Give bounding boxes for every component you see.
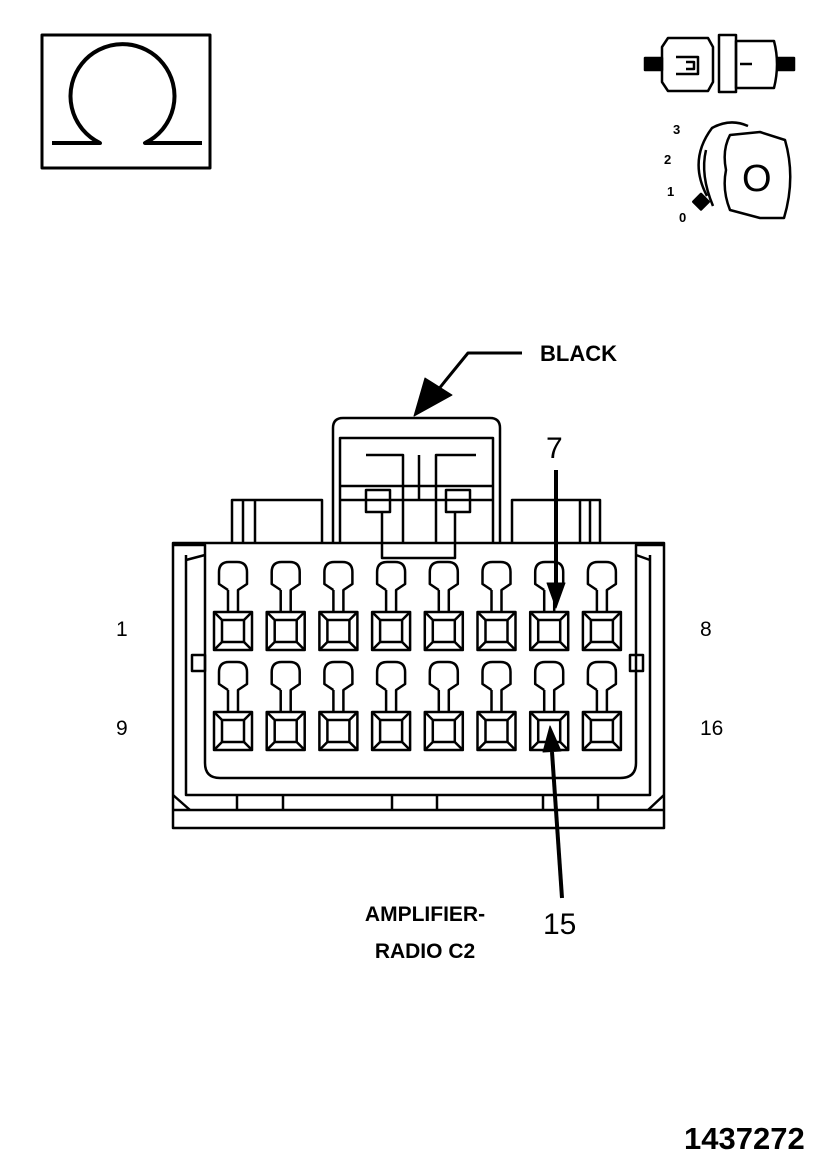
pin-label-9: 9	[116, 717, 128, 740]
connector-color-label: BLACK	[540, 341, 617, 366]
pin-cavity-5	[423, 560, 465, 652]
pin-label-1: 1	[116, 618, 128, 641]
pin-cavity-3	[318, 560, 359, 652]
pin-cavity-12	[370, 660, 412, 752]
pin-cavities	[212, 560, 623, 752]
ignition-position-2: 2	[664, 152, 672, 167]
ignition-position-1: 1	[667, 184, 675, 199]
pin-cavity-1	[212, 560, 254, 652]
pin-cavity-16	[581, 660, 623, 752]
connector-caption: AMPLIFIER- RADIO C2	[330, 896, 520, 970]
ohm-symbol-icon	[40, 33, 212, 170]
pin-cavity-8	[581, 560, 623, 652]
ignition-position-3: 3	[673, 122, 681, 137]
pin-cavity-7	[528, 560, 570, 652]
disconnected-connector-icon	[643, 33, 796, 94]
callout-label-15: 15	[543, 908, 577, 941]
pin-cavity-11	[318, 660, 359, 752]
ignition-key-icon	[691, 121, 792, 220]
caption-line-2: RADIO C2	[374, 940, 476, 963]
figure-id: 1437272	[684, 1121, 805, 1156]
pin-cavity-10	[265, 660, 306, 752]
ignition-position-0: 0	[679, 210, 687, 225]
pin-cavity-9	[212, 660, 254, 752]
pin-label-8: 8	[700, 618, 712, 641]
pin-label-16: 16	[700, 717, 724, 740]
pin-cavity-13	[423, 660, 465, 752]
callout-arrow-pin-7	[546, 470, 566, 609]
ignition-key-letter: O	[742, 158, 772, 200]
callout-arrow-pin-15	[542, 725, 564, 899]
pin-cavity-2	[265, 560, 306, 652]
pin-cavity-14	[476, 660, 517, 752]
caption-line-1: AMPLIFIER-	[364, 903, 486, 926]
callout-label-7: 7	[546, 432, 563, 465]
black-leader-arrow	[413, 351, 522, 417]
pin-cavity-6	[476, 560, 517, 652]
pin-cavity-4	[370, 560, 412, 652]
connector-body	[171, 416, 666, 830]
